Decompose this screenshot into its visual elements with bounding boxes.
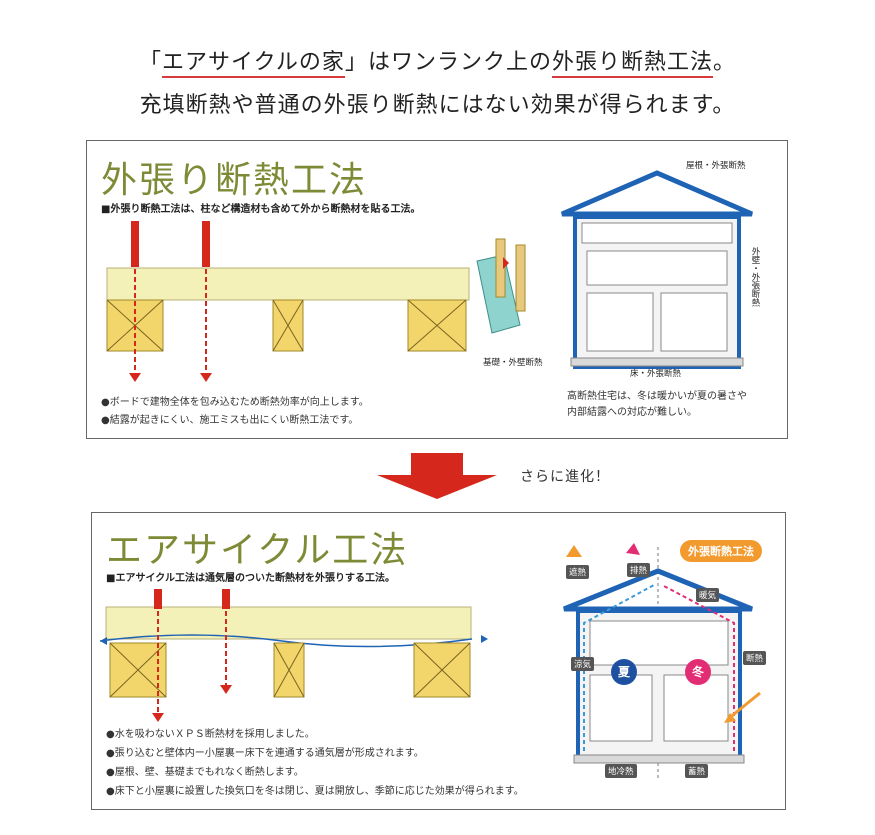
label-wall-insulation: 外壁・外張断熱 bbox=[750, 247, 760, 307]
airflow-arrow-left-icon bbox=[100, 637, 107, 645]
stud-2-icon bbox=[515, 244, 526, 312]
panel1-structure-diagram bbox=[106, 221, 470, 382]
label-floor-insulation: 床・外張断熱 bbox=[630, 369, 682, 379]
panel1-title: 外張り断熱工法 bbox=[101, 160, 368, 201]
label-warm-air: 暖気 bbox=[696, 588, 720, 602]
panel1-note: 高断熱住宅は、冬は暖かいが夏の暑さや 内部結露への対応が難しい。 bbox=[567, 389, 747, 421]
upper-room bbox=[586, 250, 728, 286]
lower-room-left bbox=[589, 674, 653, 742]
heat-arrow-right bbox=[200, 221, 212, 382]
post-right bbox=[407, 299, 467, 352]
panel2-bullet-2: ●張り込むと壁体内ー小屋裏ー床下を連通する通気層が形成されます。 bbox=[106, 748, 424, 759]
sun-heat-arrow-icon bbox=[724, 713, 736, 723]
panel-air-cycle: エアサイクル工法 ■エアサイクル工法は通気層のついた断熱材を外張りする工法。 bbox=[91, 512, 786, 810]
method-badge: 外張断熱工法 bbox=[680, 540, 762, 562]
headline-line-2: 充填断熱や普通の外張り断熱にはない効果が得られます。 bbox=[139, 93, 736, 118]
summer-airflow bbox=[583, 584, 655, 751]
heat-arrow-right bbox=[220, 589, 232, 694]
insulation-board bbox=[106, 267, 470, 301]
post-right bbox=[413, 642, 471, 698]
airflow-arrow-right-icon bbox=[481, 635, 488, 643]
panel1-house-diagram bbox=[561, 170, 753, 369]
label-shade: 遮熱 bbox=[566, 565, 590, 579]
lower-room-right bbox=[660, 292, 728, 352]
panel2-title: エアサイクル工法 bbox=[106, 530, 409, 571]
wall-panel-detail bbox=[476, 238, 526, 334]
headline-line-1: 「エアサイクルの家」はワンランク上の外張り断熱工法。 bbox=[0, 44, 875, 78]
label-cool-air: 涼気 bbox=[571, 657, 595, 671]
upper-room bbox=[589, 620, 729, 666]
panel2-structure-diagram bbox=[99, 589, 488, 722]
lower-room-left bbox=[586, 292, 654, 352]
evolution-arrow-icon bbox=[377, 453, 497, 499]
airflow-line bbox=[99, 634, 473, 648]
panel1-subtitle: ■外張り断熱工法は、柱など構造材も含めて外から断熱材を貼る工法。 bbox=[101, 204, 421, 215]
label-heat-storage: 蓄熱 bbox=[685, 764, 709, 778]
panel1-note-line-2: 内部結露への対応が難しい。 bbox=[567, 407, 697, 418]
panel2-bullet-3: ●屋根、壁、基礎までもれなく断熱します。 bbox=[106, 767, 304, 778]
headline-bracket-open: 「 bbox=[139, 50, 163, 75]
foundation bbox=[573, 754, 745, 764]
label-foundation-insulation: 基礎・外壁断熱 bbox=[483, 358, 543, 368]
panel2-subtitle: ■エアサイクル工法は通気層のついた断熱材を外張りする工法。 bbox=[106, 573, 395, 584]
panel1-bullet-1: ●ボードで建物全体を包み込むため断熱効率が向上します。 bbox=[101, 397, 369, 408]
heat-arrow-left bbox=[152, 589, 164, 722]
foundation bbox=[570, 357, 744, 367]
heat-arrow-left bbox=[129, 221, 141, 382]
panel1-note-line-1: 高断熱住宅は、冬は暖かいが夏の暑さや bbox=[567, 391, 747, 402]
sun-heat-arrow bbox=[727, 691, 761, 721]
brand-name: エアサイクルの家 bbox=[162, 50, 345, 78]
headline-period: 。 bbox=[712, 50, 736, 75]
exhaust-arrow-icon bbox=[626, 543, 640, 555]
panel2-house-diagram bbox=[563, 543, 761, 781]
roof-insulation bbox=[561, 170, 753, 217]
panel-external-insulation: 外張り断熱工法 ■外張り断熱工法は、柱など構造材も含めて外から断熱材を貼る工法。 bbox=[86, 140, 788, 439]
vented-insulation-board bbox=[105, 606, 472, 640]
winter-airflow bbox=[661, 584, 735, 751]
label-roof-insulation: 屋根・外張断熱 bbox=[686, 161, 746, 171]
stud-1-icon bbox=[495, 238, 506, 298]
label-ground-cooling: 地冷熱 bbox=[605, 764, 637, 778]
post-middle bbox=[272, 299, 304, 352]
method-name: 外張り断熱工法 bbox=[551, 50, 713, 78]
panel2-bullet-4: ●床下と小屋裏に設置した換気口を冬は閉じ、夏は開放し、季節に応じた効果が得られま… bbox=[106, 786, 524, 797]
attic-space bbox=[581, 222, 733, 244]
shade-arrow-icon bbox=[566, 545, 582, 557]
post-middle bbox=[273, 642, 305, 698]
panel2-bullet-1: ●水を吸わないＸＰＳ断熱材を採用しました。 bbox=[106, 729, 315, 740]
headline-mid: 」はワンランク上の bbox=[344, 50, 552, 75]
lower-room-right bbox=[663, 674, 729, 742]
panel1-bullet-2: ●結露が起きにくい、施工ミスも出にくい断熱工法です。 bbox=[101, 415, 359, 426]
heat-mark-icon bbox=[503, 257, 509, 269]
post-left bbox=[109, 642, 167, 698]
label-exhaust: 排熱 bbox=[627, 563, 651, 577]
winter-marker: 冬 bbox=[685, 659, 711, 685]
label-insulation: 断熱 bbox=[743, 651, 767, 665]
evolution-caption: さらに進化！ bbox=[520, 469, 610, 485]
summer-marker: 夏 bbox=[611, 659, 637, 685]
